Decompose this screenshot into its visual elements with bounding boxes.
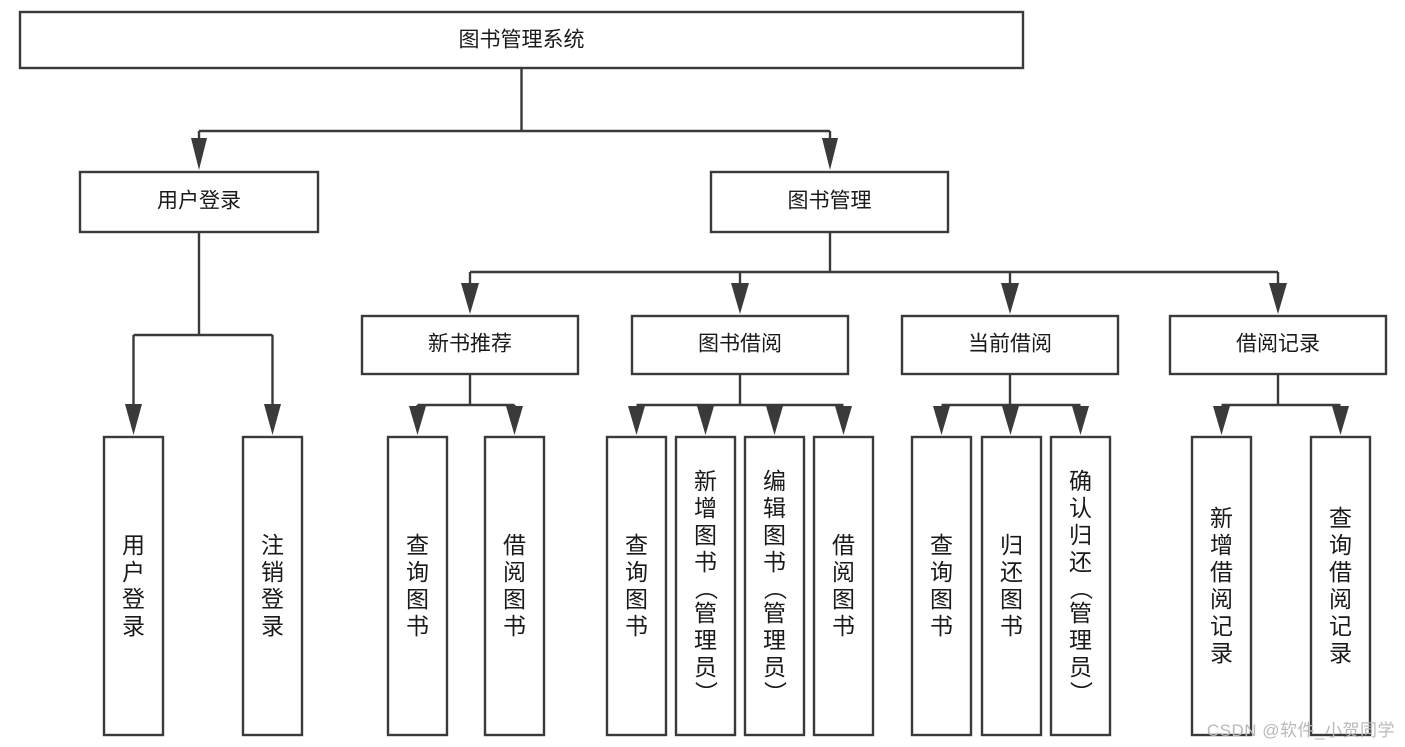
leaf-borrow-book-1-box[interactable] [483, 435, 546, 737]
leaf-borrow-book-1[interactable] [483, 435, 546, 737]
node-current-borrow-box[interactable] [900, 314, 1120, 376]
node-current-borrow[interactable]: 当前借阅 [900, 314, 1120, 376]
arrow-head-currentborrow-leaf-3 [1072, 406, 1089, 435]
arrow-head-currentborrow-leaf-1 [933, 406, 950, 435]
arrow-head-bookborrow-leaf-4 [835, 406, 852, 435]
node-user-login-box[interactable] [78, 170, 320, 234]
node-borrow-record-box[interactable] [1168, 314, 1388, 376]
leaf-logout[interactable] [241, 435, 304, 737]
node-layer: 图书管理系统 用户登录 图书管理 新书推荐 图书借阅 当前 [18, 10, 1388, 737]
node-borrow-record[interactable]: 借阅记录 [1168, 314, 1388, 376]
leaf-edit-book-admin[interactable] [743, 435, 806, 737]
leaf-confirm-return-admin-box[interactable] [1049, 435, 1112, 737]
leaf-return-book[interactable] [980, 435, 1043, 737]
node-user-login-label: 用户登录 [157, 190, 241, 213]
leaf-logout-box[interactable] [241, 435, 304, 737]
node-book-borrow-label: 图书借阅 [698, 333, 782, 356]
arrow-head-borrow-record [1269, 283, 1287, 314]
leaf-add-borrow-record[interactable] [1190, 435, 1253, 737]
arrow-head-new-book-rec [461, 283, 479, 314]
arrow-head-bookborrow-leaf-1 [628, 406, 645, 435]
leaf-borrow-book-2[interactable] [812, 435, 875, 737]
node-book-borrow-box[interactable] [630, 314, 850, 376]
arrow-head-leaf-logout [264, 404, 281, 435]
connector-layer [125, 68, 1349, 435]
leaf-query-book-1[interactable] [386, 435, 449, 737]
arrow-head-borrowrecord-leaf-1 [1213, 406, 1230, 435]
arrow-head-user-login [191, 138, 207, 170]
leaf-query-book-1-box[interactable] [386, 435, 449, 737]
arrow-head-leaf-user-login [125, 404, 142, 435]
arrow-head-newbook-leaf-2 [506, 406, 523, 435]
leaf-add-book-admin[interactable] [674, 435, 737, 737]
leaf-query-book-2-box[interactable] [605, 435, 668, 737]
leaf-return-book-box[interactable] [980, 435, 1043, 737]
arrow-head-bookborrow-leaf-2 [697, 406, 714, 435]
node-current-borrow-label: 当前借阅 [968, 333, 1052, 356]
arrow-head-book-borrow [731, 283, 749, 314]
leaf-add-book-admin-box[interactable] [674, 435, 737, 737]
leaf-query-borrow-record[interactable] [1309, 435, 1372, 737]
node-book-management-label: 图书管理 [788, 190, 872, 213]
leaf-confirm-return-admin[interactable] [1049, 435, 1112, 737]
arrow-head-book-mgmt [822, 138, 838, 170]
leaf-query-book-3[interactable] [910, 435, 973, 737]
arrow-head-borrowrecord-leaf-2 [1332, 406, 1349, 435]
leaf-borrow-book-2-box[interactable] [812, 435, 875, 737]
arrow-head-bookborrow-leaf-3 [766, 406, 783, 435]
arrow-head-current-borrow [1001, 283, 1019, 314]
arrow-head-currentborrow-leaf-2 [1002, 406, 1019, 435]
node-book-borrow[interactable]: 图书借阅 [630, 314, 850, 376]
node-root-box[interactable] [18, 10, 1025, 70]
leaf-query-book-2[interactable] [605, 435, 668, 737]
node-borrow-record-label: 借阅记录 [1236, 333, 1320, 356]
node-new-book-recommend[interactable]: 新书推荐 [360, 314, 580, 376]
leaf-user-login[interactable] [102, 435, 165, 737]
node-new-book-recommend-box[interactable] [360, 314, 580, 376]
node-root[interactable]: 图书管理系统 [18, 10, 1025, 70]
node-root-label: 图书管理系统 [459, 29, 585, 52]
leaf-query-borrow-record-box[interactable] [1309, 435, 1372, 737]
leaf-query-book-3-box[interactable] [910, 435, 973, 737]
arrow-head-newbook-leaf-1 [409, 406, 426, 435]
node-book-management-box[interactable] [709, 170, 950, 234]
node-user-login[interactable]: 用户登录 [78, 170, 320, 234]
leaf-user-login-box[interactable] [102, 435, 165, 737]
leaf-add-borrow-record-box[interactable] [1190, 435, 1253, 737]
leaf-edit-book-admin-box[interactable] [743, 435, 806, 737]
node-new-book-recommend-label: 新书推荐 [428, 333, 512, 356]
node-book-management[interactable]: 图书管理 [709, 170, 950, 234]
